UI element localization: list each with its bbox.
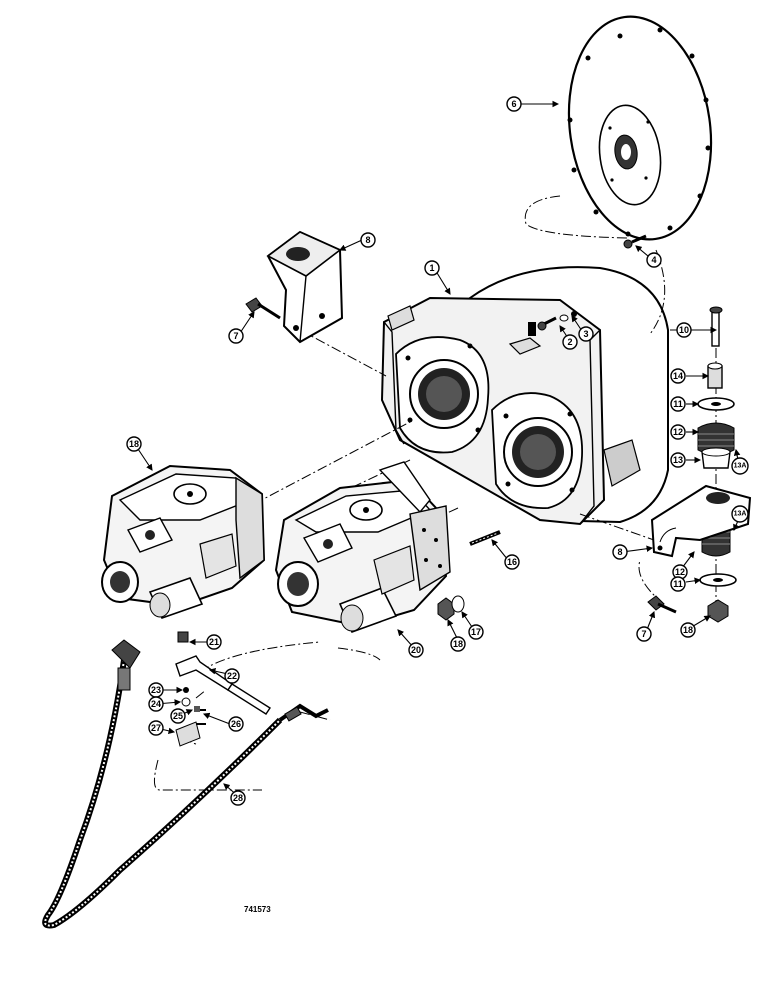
callout-16: 16 bbox=[504, 554, 520, 570]
svg-text:20: 20 bbox=[411, 645, 421, 655]
control-linkage-parts bbox=[175, 655, 271, 747]
svg-text:25: 25 bbox=[173, 711, 183, 721]
callout-11-lower: 11 bbox=[670, 576, 686, 592]
callout-7-upper: 7 bbox=[228, 328, 244, 344]
callout-14: 14 bbox=[670, 368, 686, 384]
callout-20: 20 bbox=[408, 642, 424, 658]
callout-8-lower: 8 bbox=[612, 544, 628, 560]
cover-screws bbox=[537, 311, 577, 331]
callout-8-upper: 8 bbox=[360, 232, 376, 248]
nut-and-washer bbox=[437, 595, 465, 621]
svg-text:13A: 13A bbox=[734, 463, 747, 470]
callout-11-upper: 11 bbox=[670, 396, 686, 412]
callout-22: 22 bbox=[224, 668, 240, 684]
svg-text:26: 26 bbox=[231, 719, 241, 729]
flex-plate bbox=[567, 15, 713, 241]
svg-text:6: 6 bbox=[511, 99, 516, 109]
hydraulic-pump-left bbox=[101, 464, 266, 643]
callout-1: 1 bbox=[424, 260, 440, 276]
svg-text:10: 10 bbox=[679, 325, 689, 335]
callout-18-lower-nut: 18 bbox=[680, 622, 696, 638]
mounting-bracket-lower bbox=[650, 484, 752, 558]
bolt-lower bbox=[647, 595, 677, 614]
drawing-reference-number: 741573 bbox=[244, 905, 271, 914]
svg-text:18: 18 bbox=[683, 625, 693, 635]
svg-text:1: 1 bbox=[429, 263, 434, 273]
svg-text:13: 13 bbox=[673, 455, 683, 465]
svg-text:12: 12 bbox=[673, 427, 683, 437]
svg-text:18: 18 bbox=[129, 439, 139, 449]
callout-3: 3 bbox=[578, 326, 594, 342]
svg-text:21: 21 bbox=[209, 637, 219, 647]
callout-25: 25 bbox=[170, 708, 186, 724]
callout-6: 6 bbox=[506, 96, 522, 112]
callout-13a-upper: 13A bbox=[731, 457, 749, 475]
svg-text:4: 4 bbox=[651, 255, 656, 265]
svg-text:16: 16 bbox=[507, 557, 517, 567]
callout-21: 21 bbox=[206, 634, 222, 650]
callout-26: 26 bbox=[228, 716, 244, 732]
flex-plate-screw bbox=[623, 234, 647, 249]
svg-text:14: 14 bbox=[673, 371, 683, 381]
callout-23: 23 bbox=[148, 682, 164, 698]
mounting-stud bbox=[469, 530, 501, 546]
callout-7-lower: 7 bbox=[636, 626, 652, 642]
callout-4: 4 bbox=[646, 252, 662, 268]
callout-18-left-pump: 18 bbox=[126, 436, 142, 452]
svg-text:11: 11 bbox=[673, 579, 683, 589]
callout-17: 17 bbox=[468, 624, 484, 640]
svg-text:2: 2 bbox=[567, 337, 572, 347]
control-cable bbox=[42, 639, 329, 929]
svg-text:18: 18 bbox=[453, 639, 463, 649]
svg-text:27: 27 bbox=[151, 723, 161, 733]
callout-2: 2 bbox=[562, 334, 578, 350]
svg-text:8: 8 bbox=[365, 235, 370, 245]
svg-text:3: 3 bbox=[583, 329, 588, 339]
callout-27: 27 bbox=[148, 720, 164, 736]
callout-24: 24 bbox=[148, 696, 164, 712]
mounting-bracket-upper bbox=[266, 230, 344, 344]
svg-text:28: 28 bbox=[233, 793, 243, 803]
callout-13a-lower: 13A bbox=[731, 505, 749, 523]
svg-text:7: 7 bbox=[641, 629, 646, 639]
pump-drive-housing bbox=[380, 266, 669, 526]
svg-text:13A: 13A bbox=[734, 511, 747, 518]
callout-18-center-nut: 18 bbox=[450, 636, 466, 652]
svg-text:8: 8 bbox=[617, 547, 622, 557]
isolator-mount-stack bbox=[697, 306, 737, 623]
callout-28: 28 bbox=[230, 790, 246, 806]
callout-12-upper: 12 bbox=[670, 424, 686, 440]
bolt-upper bbox=[245, 297, 281, 320]
svg-text:11: 11 bbox=[673, 399, 683, 409]
hydraulic-pump-right bbox=[274, 461, 451, 634]
svg-text:17: 17 bbox=[471, 627, 481, 637]
svg-text:12: 12 bbox=[675, 567, 685, 577]
svg-text:24: 24 bbox=[151, 699, 161, 709]
svg-text:23: 23 bbox=[151, 685, 161, 695]
callout-10: 10 bbox=[676, 322, 692, 338]
svg-text:7: 7 bbox=[233, 331, 238, 341]
callout-13: 13 bbox=[670, 452, 686, 468]
svg-text:22: 22 bbox=[227, 671, 237, 681]
